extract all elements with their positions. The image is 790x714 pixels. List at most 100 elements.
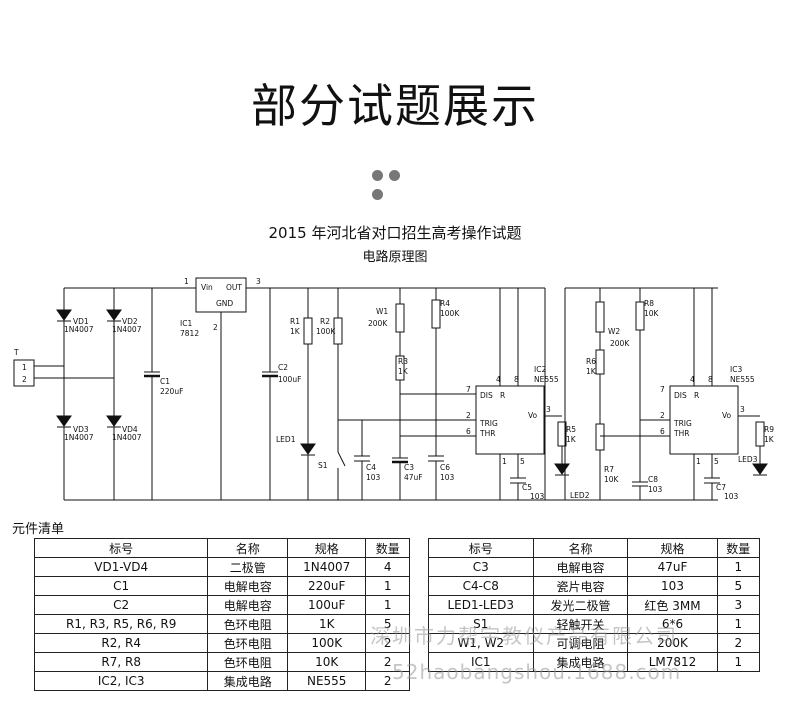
schematic-label: C7: [716, 483, 726, 492]
schematic-label: VD4: [122, 425, 138, 434]
table-cell: 1: [716, 614, 761, 634]
schematic-label: DIS: [480, 391, 493, 400]
schematic-label: 3: [256, 277, 261, 286]
schematic-label: Vo: [722, 411, 732, 420]
schematic-label: 103: [366, 473, 381, 482]
schematic-label: 5: [520, 457, 525, 466]
schematic-label: C3: [404, 463, 414, 472]
schematic-label: 103: [440, 473, 455, 482]
schematic-label: 2: [213, 323, 218, 332]
table-cell: 可调电阻: [532, 633, 629, 653]
table-cell: LM7812: [627, 652, 718, 672]
schematic-label: THR: [673, 429, 689, 438]
schematic-label: 2: [466, 411, 471, 420]
schematic-label: 10K: [604, 475, 620, 484]
schematic-label: C1: [160, 377, 170, 386]
schematic-label: 1K: [586, 367, 597, 376]
table-cell: 1: [716, 652, 761, 672]
schematic-label: 1N4007: [64, 325, 94, 334]
schematic-label: 1: [22, 363, 27, 372]
schematic-label: R: [694, 391, 699, 400]
schematic-label: C2: [278, 363, 288, 372]
schematic-label: 8: [708, 375, 713, 384]
table-cell: IC2, IC3: [33, 671, 209, 691]
table-cell: R1, R3, R5, R6, R9: [33, 614, 209, 634]
table-cell: S1: [428, 614, 534, 634]
schematic-label: 6: [660, 427, 665, 436]
column-header: 数量: [365, 538, 410, 558]
table-cell: R2, R4: [33, 633, 209, 653]
schematic-label: LED2: [570, 491, 590, 500]
page-heading: 部分试题展示: [251, 79, 539, 133]
schematic-label: C6: [440, 463, 450, 472]
schematic-label: VD3: [73, 425, 89, 434]
table-cell: 100uF: [287, 595, 367, 615]
schematic-label: LED1: [276, 435, 296, 444]
table-cell: VD1-VD4: [33, 557, 209, 577]
schematic-label: 8: [514, 375, 519, 384]
column-header: 数量: [716, 538, 761, 558]
table-cell: 47uF: [627, 557, 718, 577]
schematic-label: 47uF: [404, 473, 423, 482]
schematic-label: C5: [522, 483, 532, 492]
schematic-label: 1: [502, 457, 507, 466]
dot: [389, 170, 400, 181]
schematic-label: R9: [764, 425, 774, 434]
schematic-label: VD1: [73, 317, 89, 326]
table-cell: C2: [33, 595, 209, 615]
schematic-label: 1K: [566, 435, 577, 444]
schematic-label: OUT: [226, 283, 242, 292]
schematic-label: 4: [496, 375, 501, 384]
table-cell: 二极管: [207, 557, 289, 577]
table-header-row: 标号 名称 规格 数量: [428, 538, 761, 558]
table-cell: 电解电容: [207, 576, 289, 596]
schematic-label: IC3: [730, 365, 742, 374]
column-header: 规格: [287, 538, 367, 558]
schematic-label: 3: [740, 405, 745, 414]
column-header: 标号: [428, 538, 534, 558]
column-header: 标号: [33, 538, 209, 558]
schematic-label: 103: [530, 492, 545, 501]
schematic-label: 100K: [316, 327, 336, 336]
table-cell: R7, R8: [33, 652, 209, 672]
schematic-label: 2: [660, 411, 665, 420]
schematic-label: TRIG: [479, 419, 498, 428]
schematic-label: 100uF: [278, 375, 301, 384]
schematic-label: 220uF: [160, 387, 183, 396]
schematic-label: 200K: [610, 339, 630, 348]
schematic-label: 6: [466, 427, 471, 436]
dot: [372, 189, 383, 200]
schematic-label: TRIG: [673, 419, 692, 428]
schematic-label: 1K: [764, 435, 775, 444]
schematic-label: 7: [660, 385, 665, 394]
schematic-label: 1N4007: [112, 325, 142, 334]
schematic-label: R4: [440, 299, 450, 308]
schematic-label: GND: [216, 299, 233, 308]
schematic-label: 1N4007: [112, 433, 142, 442]
table-cell: 电解电容: [532, 557, 629, 577]
table-cell: W1, W2: [428, 633, 534, 653]
schematic-title: 电路原理图: [362, 250, 428, 265]
table-cell: 6*6: [627, 614, 718, 634]
table-cell: 100K: [287, 633, 367, 653]
schematic-label: R2: [320, 317, 330, 326]
table-cell: C4-C8: [428, 576, 534, 596]
column-header: 名称: [207, 538, 289, 558]
table-cell: 5: [365, 614, 410, 634]
table-cell: 1K: [287, 614, 367, 634]
schematic-label: 4: [690, 375, 695, 384]
schematic-label: 1K: [290, 327, 301, 336]
table-cell: 红色 3MM: [627, 595, 718, 615]
